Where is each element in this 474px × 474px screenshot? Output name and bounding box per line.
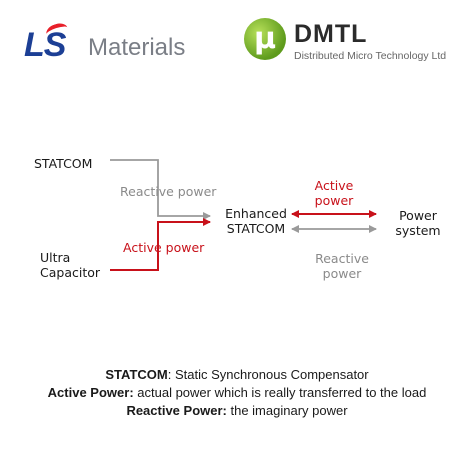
power-system-line1: Power xyxy=(399,208,437,223)
reactive-power-output-line2: power xyxy=(322,266,362,281)
reactive-input-arrow xyxy=(110,159,211,220)
reactive-power-input-label: Reactive power xyxy=(120,184,217,199)
enhanced-statcom-line2: STATCOM xyxy=(226,221,286,236)
definition-term: Active Power: xyxy=(47,385,134,400)
power-system-line2: system xyxy=(395,223,441,238)
statcom-label: STATCOM xyxy=(34,156,93,171)
ultra-capacitor-line1: Ultra xyxy=(40,250,71,265)
definition-active-power: Active Power: actual power which is real… xyxy=(0,384,474,402)
dmtl-name: DMTL xyxy=(294,20,368,48)
definition-statcom: STATCOM: Static Synchronous Compensator xyxy=(0,366,474,384)
ultra-capacitor-label: Ultra Capacitor xyxy=(40,250,100,280)
dmtl-logo: μ DMTL Distributed Micro Technology Ltd xyxy=(244,18,464,66)
definition-reactive-power: Reactive Power: the imaginary power xyxy=(0,402,474,420)
ultra-capacitor-line2: Capacitor xyxy=(40,265,101,280)
active-power-input-label: Active power xyxy=(123,240,205,255)
ls-materials-name: Materials xyxy=(88,34,186,61)
definitions-block: STATCOM: Static Synchronous Compensator … xyxy=(0,366,474,420)
active-power-output-line2: power xyxy=(314,193,354,208)
dmtl-tagline: Distributed Micro Technology Ltd xyxy=(294,50,447,62)
reactive-power-output-label: Reactive power xyxy=(306,251,378,281)
active-input-arrow xyxy=(110,218,211,271)
ls-materials-logo: LS Materials xyxy=(24,20,204,64)
definition-term: STATCOM xyxy=(105,367,168,382)
ls-mark: LS xyxy=(24,26,66,64)
enhanced-statcom-line1: Enhanced xyxy=(225,206,287,221)
power-system-label: Power system xyxy=(386,208,450,238)
active-power-output-line1: Active xyxy=(314,178,354,193)
definition-term: Reactive Power: xyxy=(126,403,227,418)
definition-text: actual power which is really transferred… xyxy=(133,385,427,400)
definition-text: the imaginary power xyxy=(226,403,348,418)
dmtl-mu-icon: μ xyxy=(244,18,286,60)
definition-text: Static Synchronous Compensator xyxy=(171,367,369,382)
reactive-power-output-line1: Reactive xyxy=(315,251,369,266)
enhanced-statcom-label: Enhanced STATCOM xyxy=(224,206,288,236)
active-power-output-label: Active power xyxy=(306,178,362,208)
definition-sep: : xyxy=(167,367,172,382)
